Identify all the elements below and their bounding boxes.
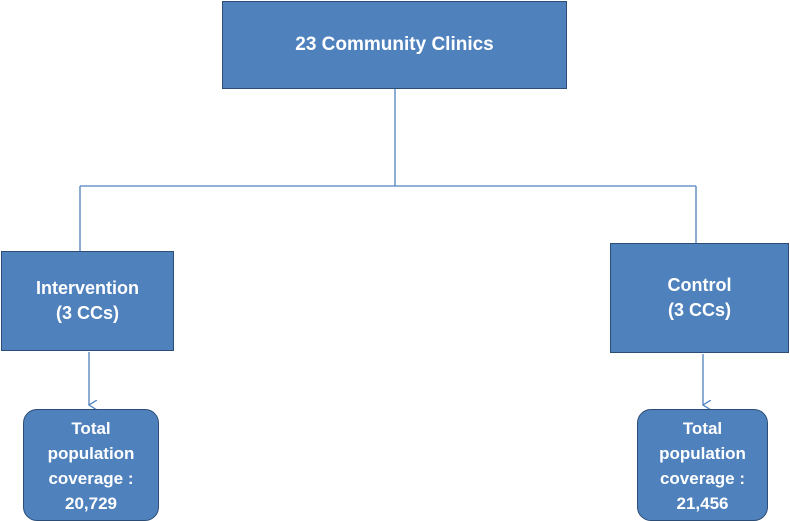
control-count: (3 CCs) xyxy=(667,300,731,320)
root-node-label: 23 Community Clinics xyxy=(295,34,494,55)
control-label: Control xyxy=(667,275,732,295)
root-node-community-clinics: 23 Community Clinics xyxy=(222,1,567,89)
control-pop-line3: coverage : xyxy=(659,469,746,488)
intervention-count: (3 CCs) xyxy=(55,303,119,323)
intervention-pop-line2: population xyxy=(47,444,135,463)
control-population-node: Total population coverage : 21,456 xyxy=(637,409,768,521)
control-node: Control (3 CCs) xyxy=(610,243,789,353)
control-pop-line1: Total xyxy=(682,419,723,438)
intervention-pop-line3: coverage : xyxy=(48,469,134,488)
control-pop-value: 21,456 xyxy=(676,494,729,513)
intervention-pop-value: 20,729 xyxy=(65,494,117,513)
intervention-pop-line1: Total xyxy=(71,419,111,438)
intervention-label: Intervention xyxy=(35,278,139,298)
intervention-node: Intervention (3 CCs) xyxy=(1,251,174,351)
control-pop-line2: population xyxy=(659,444,746,463)
intervention-population-node: Total population coverage : 20,729 xyxy=(23,409,159,521)
